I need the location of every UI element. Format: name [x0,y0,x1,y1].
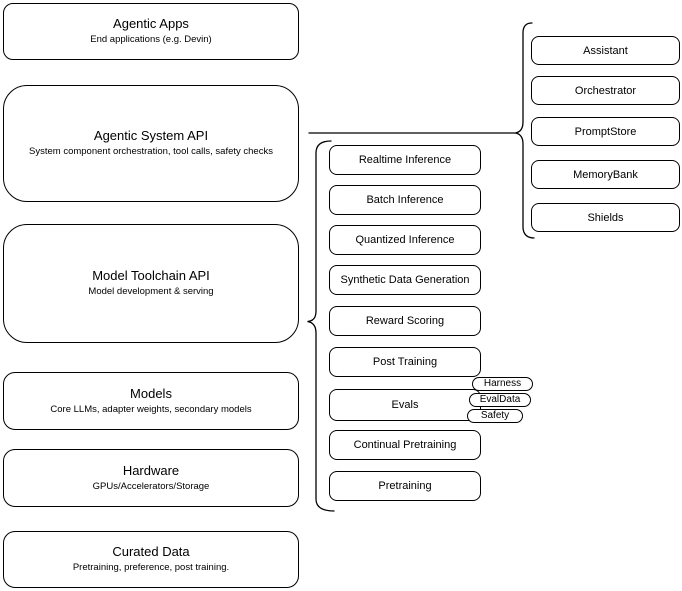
tag-label: Harness [483,378,522,389]
node-label: Reward Scoring [365,315,445,327]
node-promptstore: PromptStore [531,117,680,146]
node-label: Pretraining [378,480,432,492]
node-hardware: Hardware GPUs/Accelerators/Storage [3,449,299,507]
node-reward-scoring: Reward Scoring [329,306,481,336]
node-subtitle: Core LLMs, adapter weights, secondary mo… [50,403,252,415]
node-shields: Shields [531,203,680,232]
tag-safety: Safety [467,409,523,423]
node-label: Evals [391,399,419,411]
node-realtime-inference: Realtime Inference [329,145,481,175]
node-synthetic-data-generation: Synthetic Data Generation [329,265,481,295]
node-subtitle: Pretraining, preference, post training. [72,562,230,574]
node-label: MemoryBank [573,168,638,181]
node-orchestrator: Orchestrator [531,76,680,105]
node-pretraining: Pretraining [329,471,481,501]
node-title: Model Toolchain API [92,268,210,284]
node-continual-pretraining: Continual Pretraining [329,430,481,460]
node-label: Batch Inference [366,194,444,206]
node-model-toolchain-api: Model Toolchain API Model development & … [3,224,299,343]
node-label: PromptStore [574,125,637,138]
node-title: Agentic Apps [113,16,189,32]
tag-label: Safety [480,410,510,421]
tag-evaldata: EvalData [469,393,531,407]
node-label: Post Training [372,356,438,368]
node-label: Shields [587,211,624,224]
node-agentic-system-api: Agentic System API System component orch… [3,85,299,202]
node-quantized-inference: Quantized Inference [329,225,481,255]
node-title: Hardware [122,462,180,478]
tag-harness: Harness [472,377,533,391]
node-post-training: Post Training [329,347,481,377]
node-title: Models [130,385,172,401]
node-agentic-apps: Agentic Apps End applications (e.g. Devi… [3,3,299,60]
node-label: Continual Pretraining [353,439,457,451]
node-label: Quantized Inference [355,234,455,246]
node-title: Agentic System API [93,128,209,144]
node-batch-inference: Batch Inference [329,185,481,215]
node-evals: Evals [329,389,481,421]
node-subtitle: Model development & serving [88,286,214,298]
node-label: Assistant [583,44,628,57]
node-subtitle: System component orchestration, tool cal… [29,146,273,158]
node-assistant: Assistant [531,36,680,65]
node-label: Realtime Inference [358,154,452,166]
node-title: Curated Data [112,544,190,560]
node-models: Models Core LLMs, adapter weights, secon… [3,372,299,430]
node-subtitle: GPUs/Accelerators/Storage [92,480,210,492]
node-label: Orchestrator [574,84,637,97]
node-curated-data: Curated Data Pretraining, preference, po… [3,531,299,588]
node-subtitle: End applications (e.g. Devin) [90,34,212,46]
node-label: Synthetic Data Generation [340,274,470,286]
node-memorybank: MemoryBank [531,160,680,189]
tag-label: EvalData [479,394,521,405]
